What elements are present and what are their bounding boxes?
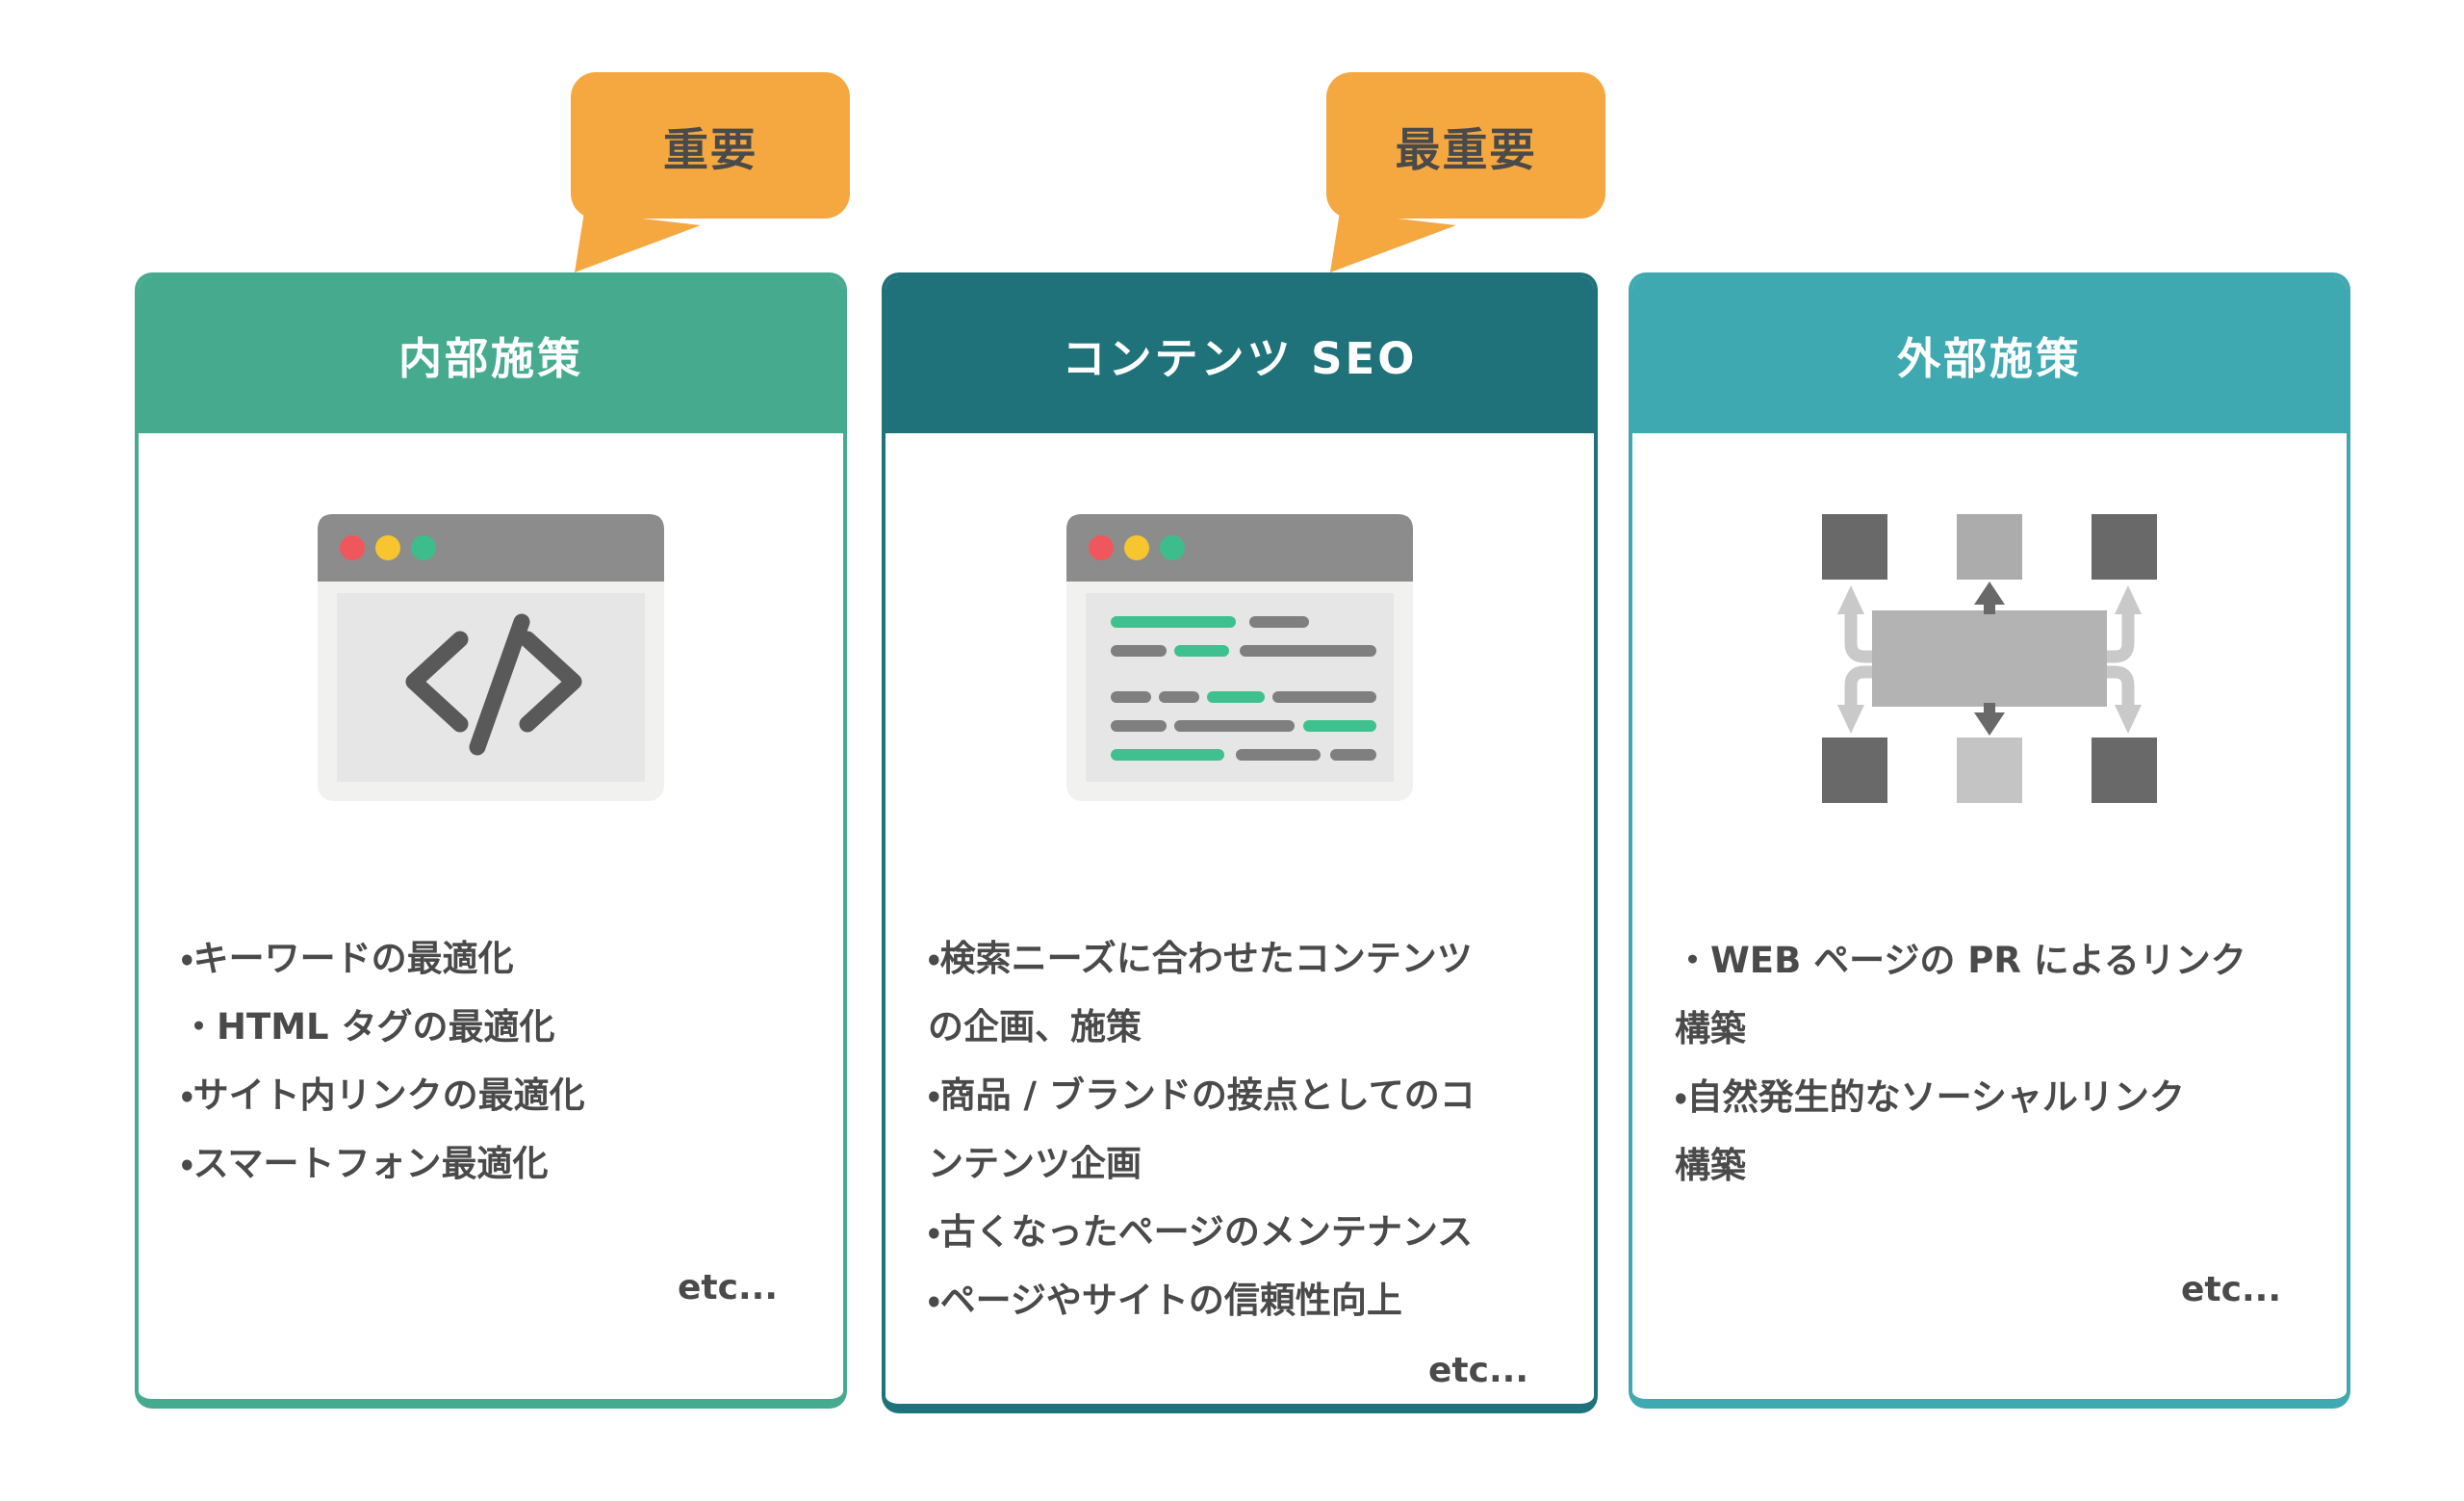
callout-most-important-label: 最重要	[1395, 123, 1537, 177]
list-item: ・WEB ページの PR によるリンク 構築	[1675, 940, 2246, 1049]
card-title: コンテンツ SEO	[1062, 333, 1418, 384]
list-item: ・HTML タグの最適化	[181, 1006, 555, 1048]
browser-code-icon	[318, 514, 664, 805]
list-item: ・キーワードの最適化	[181, 938, 514, 979]
etc-label: etc...	[2181, 1270, 2281, 1309]
list-item: ・検索ニーズに合わせたコンテンツ の企画、施策	[928, 938, 1473, 1048]
card-content-seo: コンテンツ SEO	[882, 272, 1598, 1413]
card-internal-seo-body: ・キーワードの最適化 ・HTML タグの最適化 ・サイト内リンクの最適化 ・スマ…	[139, 433, 843, 1399]
list-item: ・自然発生的なソーシャルリンク 構築	[1675, 1076, 2185, 1186]
card-external-seo-body: ・WEB ページの PR によるリンク 構築 ・自然発生的なソーシャルリンク 構…	[1632, 433, 2347, 1399]
card-external-seo-list: ・WEB ページの PR によるリンク 構築 ・自然発生的なソーシャルリンク 構…	[1675, 926, 2304, 1200]
card-content-seo-body: ・検索ニーズに合わせたコンテンツ の企画、施策 ・商品 / ブランドの接点として…	[886, 433, 1594, 1404]
card-title: 外部施策	[1896, 333, 2082, 384]
browser-content-icon	[1066, 514, 1413, 805]
card-content-seo-header: コンテンツ SEO	[886, 276, 1594, 433]
card-internal-seo-list: ・キーワードの最適化 ・HTML タグの最適化 ・サイト内リンクの最適化 ・スマ…	[181, 924, 801, 1198]
callout-important-label: 重要	[663, 123, 757, 177]
callout-important: 重要	[571, 72, 850, 219]
callout-most-important: 最重要	[1326, 72, 1605, 219]
list-item: ・サイト内リンクの最適化	[181, 1074, 585, 1116]
list-item: ・ページやサイトの信頼性向上	[928, 1280, 1402, 1321]
card-content-seo-list: ・検索ニーズに合わせたコンテンツ の企画、施策 ・商品 / ブランドの接点として…	[928, 924, 1552, 1334]
list-item: ・商品 / ブランドの接点としてのコ ンテンツ企画	[928, 1074, 1476, 1184]
link-network-icon	[1822, 514, 2157, 807]
card-title: 内部施策	[398, 333, 583, 384]
card-external-seo: 外部施策	[1629, 272, 2350, 1409]
list-item: ・スマートフォン最適化	[181, 1143, 549, 1184]
card-internal-seo: 内部施策 ・キーワードの最適化	[135, 272, 847, 1409]
etc-label: etc...	[678, 1268, 778, 1307]
callout-tail-icon	[575, 212, 701, 272]
etc-label: etc...	[1428, 1351, 1528, 1390]
list-item: ・古くなったページのメンテナンス	[928, 1211, 1474, 1253]
card-internal-seo-header: 内部施策	[139, 276, 843, 433]
callout-tail-icon	[1330, 212, 1456, 272]
card-external-seo-header: 外部施策	[1632, 276, 2347, 433]
